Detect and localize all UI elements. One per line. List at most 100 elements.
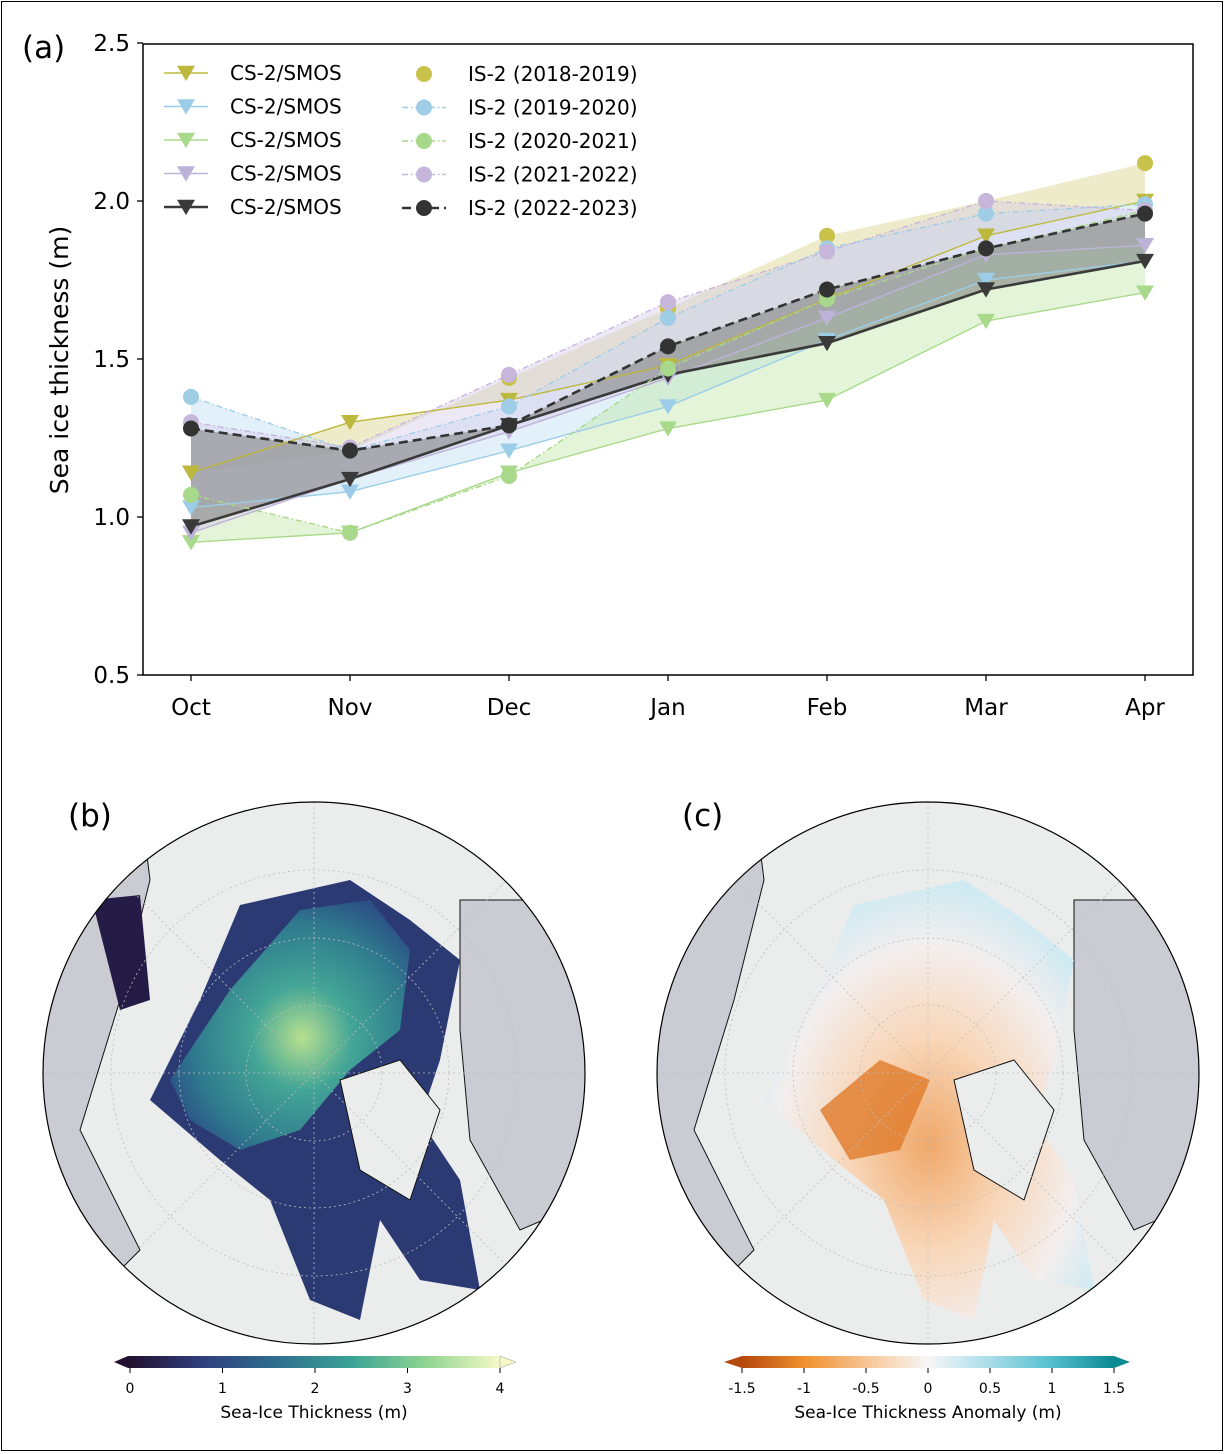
legend-item: CS-2/SMOS bbox=[164, 128, 342, 152]
land-eurasia bbox=[459, 899, 585, 1231]
colorbar-fill bbox=[128, 1356, 500, 1368]
colorbar-tick-label: -1.5 bbox=[728, 1381, 755, 1397]
map-boundary bbox=[656, 801, 1200, 1345]
colorbar-label: Sea-Ice Thickness (m) bbox=[220, 1403, 407, 1423]
colorbar-tick-label: -1 bbox=[797, 1381, 811, 1397]
circle-marker bbox=[501, 366, 517, 383]
triangle-marker bbox=[977, 228, 995, 244]
colorbar-tick-label: -0.5 bbox=[852, 1381, 879, 1397]
legend: CS-2/SMOSCS-2/SMOSCS-2/SMOSCS-2/SMOSCS-2… bbox=[164, 61, 638, 220]
y-axis-label: Sea ice thickness (m) bbox=[45, 226, 74, 494]
legend-label: IS-2 (2018-2019) bbox=[468, 62, 638, 86]
x-tick-label: Feb bbox=[807, 695, 848, 721]
triangle-marker bbox=[182, 519, 200, 535]
triangle-marker bbox=[182, 535, 200, 551]
triangle-marker bbox=[177, 199, 195, 216]
legend-marker bbox=[416, 200, 432, 216]
circle-marker bbox=[183, 388, 199, 405]
map-boundary bbox=[42, 801, 586, 1345]
triangle-marker bbox=[182, 500, 200, 516]
triangle-marker bbox=[341, 484, 359, 500]
ice-bering bbox=[92, 895, 150, 1010]
legend-label: CS-2/SMOS bbox=[230, 61, 342, 85]
circle-marker bbox=[660, 309, 676, 326]
circle-marker bbox=[819, 243, 835, 260]
y-axis: 0.5 1.0 1.5 2.0 2.5 bbox=[93, 31, 143, 689]
legend-label: IS-2 (2019-2020) bbox=[468, 96, 638, 120]
colorbar-ticks: 0 1 2 3 4 bbox=[126, 1368, 505, 1397]
colorbar-arrow-min bbox=[724, 1356, 742, 1368]
graticule bbox=[43, 802, 585, 1344]
x-tick-label: Jan bbox=[648, 695, 685, 721]
colorbar-b: 0 1 2 3 4 Sea-Ice Thickness (m) bbox=[114, 1355, 517, 1423]
circle-marker bbox=[660, 360, 676, 377]
negative-anomaly bbox=[820, 1060, 930, 1160]
colorbar-tick-label: 0 bbox=[126, 1381, 135, 1397]
y-tick-label: 1.0 bbox=[93, 505, 130, 531]
legend-marker bbox=[416, 66, 432, 82]
y-tick-label: 2.0 bbox=[93, 189, 130, 215]
legend-item: CS-2/SMOS bbox=[164, 61, 342, 85]
map-c bbox=[656, 801, 1200, 1345]
colorbar-tick-label: 4 bbox=[496, 1381, 505, 1397]
panel-label-b: (b) bbox=[68, 798, 112, 834]
triangle-marker bbox=[1136, 238, 1154, 254]
triangle-marker bbox=[500, 443, 518, 459]
legend-marker bbox=[416, 133, 432, 149]
circle-marker bbox=[501, 467, 517, 484]
land-eurasia bbox=[1073, 899, 1199, 1231]
colorbar-arrow-max bbox=[499, 1355, 517, 1369]
x-tick-label: Oct bbox=[171, 695, 211, 721]
circle-marker bbox=[978, 205, 994, 222]
legend-marker bbox=[416, 166, 432, 183]
colorbar-tick-label: 0 bbox=[924, 1381, 933, 1397]
y-tick-label: 2.5 bbox=[93, 31, 130, 57]
colorbar-fill bbox=[742, 1356, 1114, 1368]
triangle-marker bbox=[659, 421, 677, 437]
circle-marker bbox=[501, 417, 517, 434]
legend-label: IS-2 (2021-2022) bbox=[468, 163, 638, 187]
panel-label-c: (c) bbox=[682, 798, 723, 834]
ice-core bbox=[170, 900, 410, 1150]
circle-marker bbox=[660, 338, 676, 355]
circle-marker bbox=[1137, 155, 1153, 172]
circle-marker bbox=[978, 193, 994, 209]
legend-item: IS-2 (2021-2022) bbox=[402, 163, 638, 187]
colorbar-tick-label: 2 bbox=[311, 1381, 320, 1397]
legend-marker bbox=[416, 99, 432, 116]
colorbar-arrow-min bbox=[114, 1356, 128, 1368]
triangle-marker bbox=[177, 132, 195, 149]
legend-item: IS-2 (2018-2019) bbox=[416, 62, 638, 86]
legend-label: IS-2 (2020-2021) bbox=[468, 129, 638, 153]
legend-label: CS-2/SMOS bbox=[230, 128, 342, 152]
triangle-marker bbox=[818, 392, 836, 409]
x-tick-label: Dec bbox=[487, 695, 532, 721]
triangle-marker bbox=[341, 471, 359, 488]
y-tick-label: 1.5 bbox=[93, 347, 130, 373]
x-tick-label: Mar bbox=[964, 695, 1008, 721]
colorbar-tick-label: 1 bbox=[1048, 1381, 1057, 1397]
triangle-marker bbox=[818, 310, 836, 327]
colorbar-arrow-max bbox=[1114, 1356, 1130, 1368]
series-markers bbox=[182, 155, 1154, 551]
colorbar-tick-label: 1 bbox=[218, 1381, 227, 1397]
legend-item: CS-2/SMOS bbox=[164, 95, 342, 119]
circle-marker bbox=[1137, 205, 1153, 222]
y-tick-label: 0.5 bbox=[93, 663, 130, 689]
anomaly-field bbox=[764, 880, 1094, 1320]
triangle-marker bbox=[659, 399, 677, 415]
greenland bbox=[953, 1059, 1055, 1201]
legend-label: CS-2/SMOS bbox=[230, 195, 342, 219]
colorbar-tick-label: 3 bbox=[403, 1381, 412, 1397]
triangle-marker bbox=[1136, 285, 1154, 301]
circle-marker bbox=[183, 420, 199, 437]
circle-marker bbox=[342, 442, 358, 459]
triangle-marker bbox=[341, 415, 359, 431]
legend-label: CS-2/SMOS bbox=[230, 95, 342, 119]
triangle-marker bbox=[977, 272, 995, 289]
